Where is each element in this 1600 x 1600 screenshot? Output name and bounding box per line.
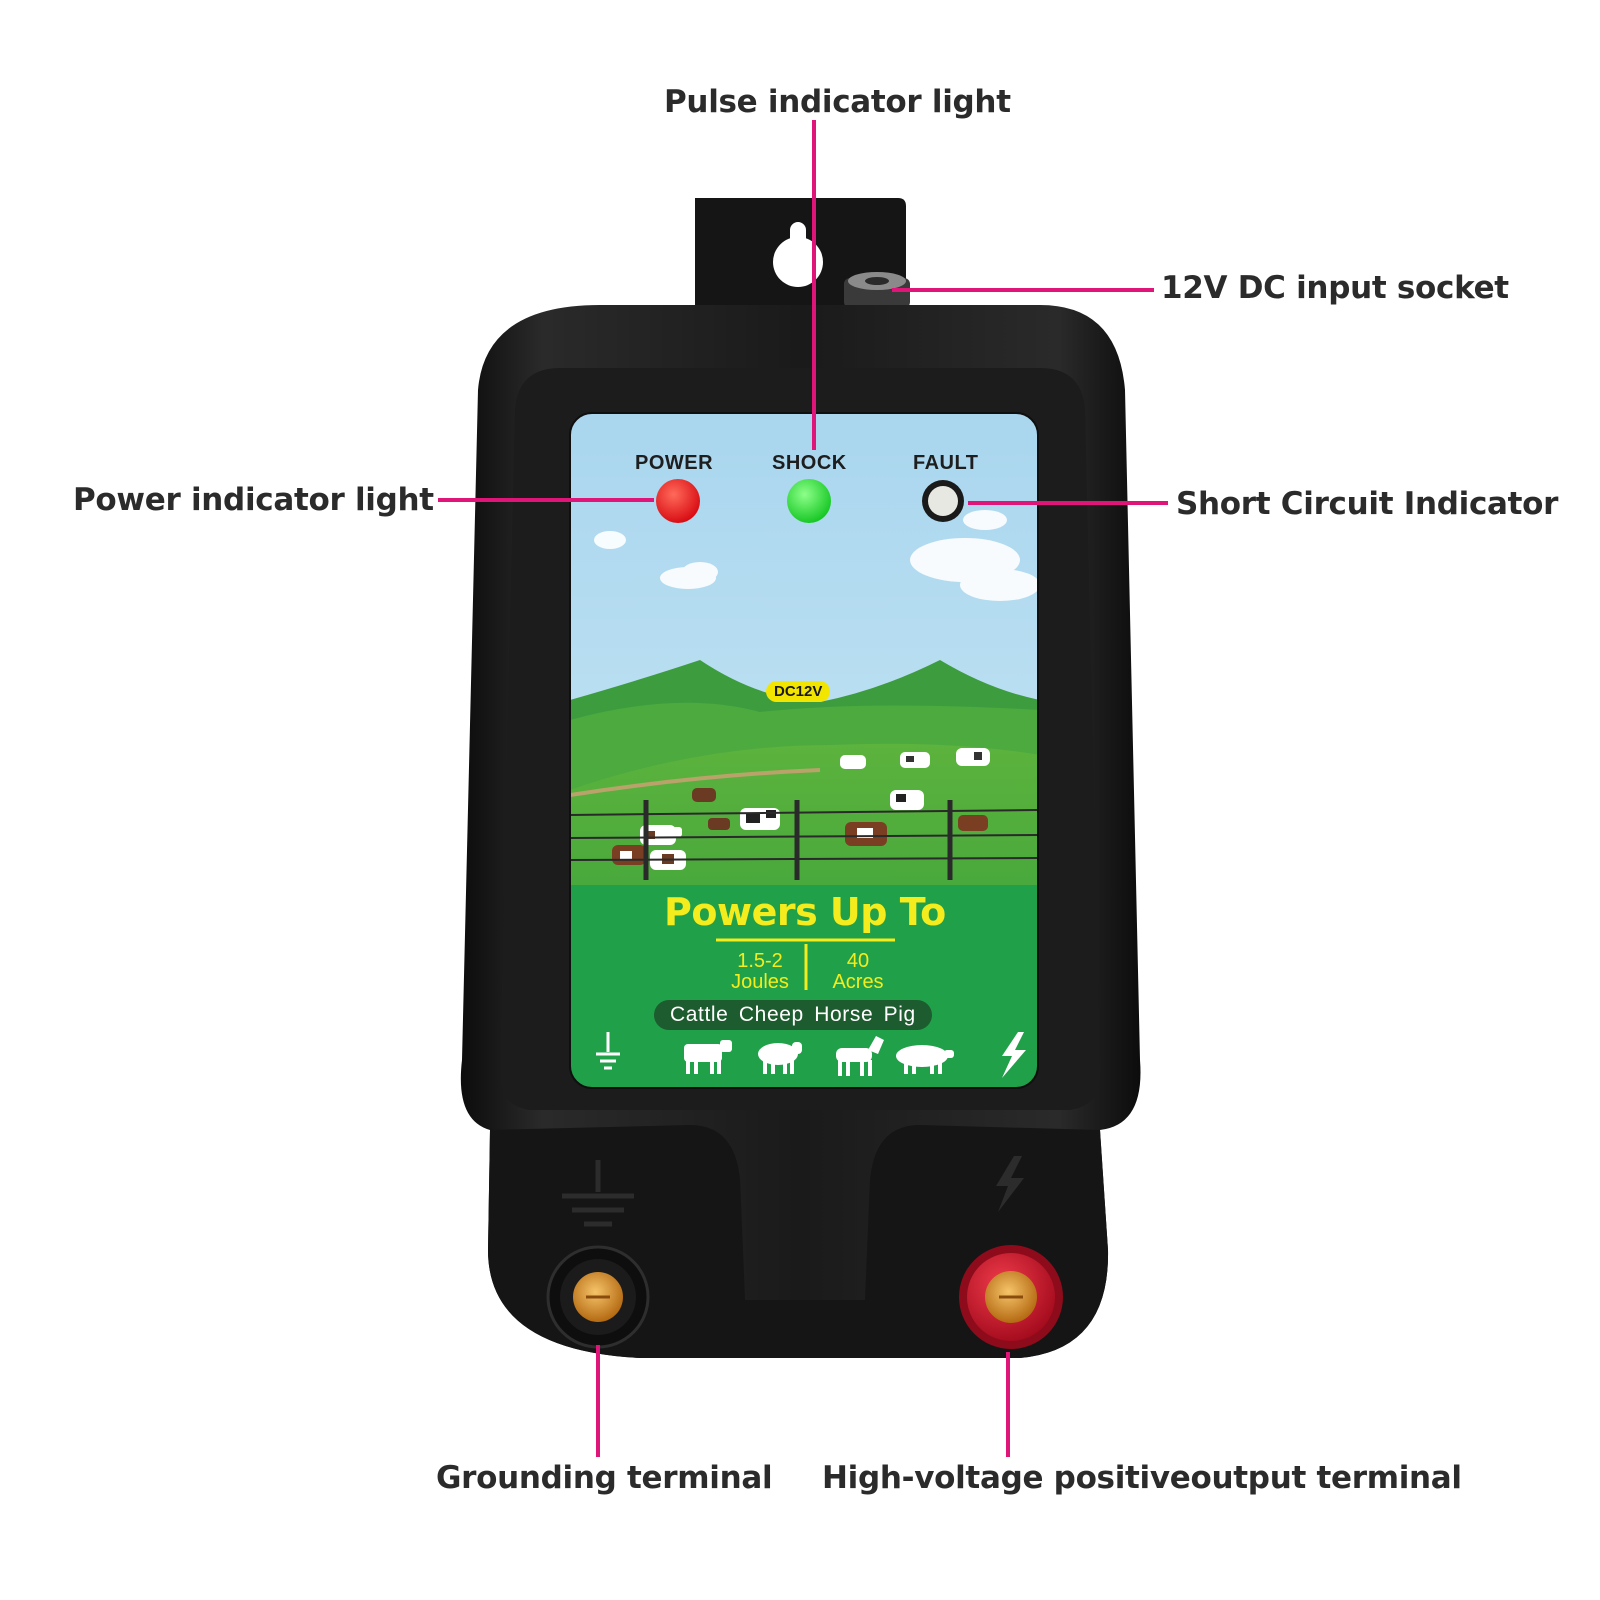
short-circuit-callout: Short Circuit Indicator <box>1176 486 1559 522</box>
pulse-indicator-callout: Pulse indicator light <box>664 84 1011 120</box>
voltage-badge: DC12V <box>766 681 831 702</box>
headline: Powers Up To <box>664 890 946 934</box>
power-indicator-callout: Power indicator light <box>73 482 434 518</box>
area-unit: Acres <box>832 971 884 993</box>
dc-socket-leader-line <box>892 288 1154 292</box>
short-circuit-leader-line <box>968 501 1168 505</box>
dc-input-callout: 12V DC input socket <box>1161 270 1509 306</box>
energy-spec: 1.5-2 Joules <box>720 951 800 993</box>
grounding-terminal <box>546 1245 650 1349</box>
horse-icon <box>836 1036 884 1076</box>
power-leader-line <box>438 498 654 502</box>
animals-banner: Cattle Cheep Horse Pig <box>654 1000 932 1030</box>
cattle-icon <box>684 1040 732 1074</box>
high-voltage-terminal <box>959 1245 1063 1349</box>
ground-leader-line <box>596 1345 600 1457</box>
fault-led-label: FAULT <box>913 452 979 474</box>
power-led <box>656 479 700 523</box>
high-voltage-leader-line <box>1006 1352 1010 1457</box>
sheep-icon <box>758 1042 802 1074</box>
embossed-lightning-icon <box>996 1156 1024 1212</box>
pulse-leader-line <box>812 120 816 450</box>
area-value: 40 <box>846 950 870 972</box>
pig-icon <box>896 1045 954 1074</box>
shock-led-label: SHOCK <box>772 452 847 474</box>
ground-icon <box>596 1032 620 1070</box>
area-spec: 40 Acres <box>818 951 898 993</box>
embossed-ground-icon <box>562 1160 634 1227</box>
energy-unit: Joules <box>731 971 789 993</box>
fence <box>570 800 1038 880</box>
power-led-label: POWER <box>635 452 714 474</box>
shock-led <box>787 479 831 523</box>
grounding-terminal-callout: Grounding terminal <box>436 1460 773 1496</box>
lightning-icon <box>1002 1032 1026 1078</box>
energy-value: 1.5-2 <box>737 950 783 972</box>
high-voltage-terminal-callout: High-voltage positiveoutput terminal <box>822 1460 1462 1496</box>
keyhole-slot <box>773 237 823 287</box>
